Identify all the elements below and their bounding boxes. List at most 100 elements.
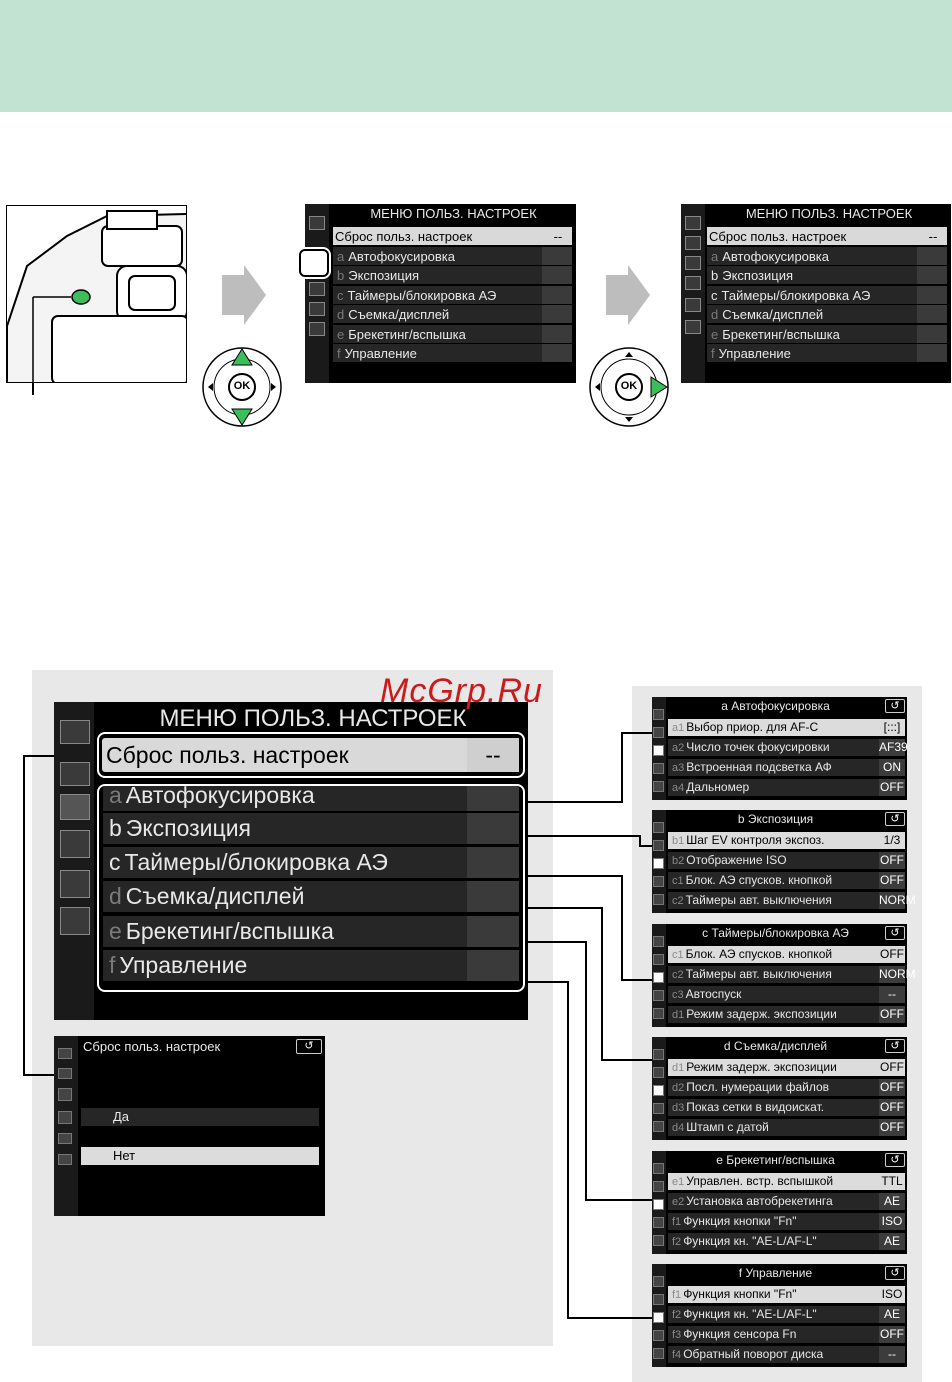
reset-row[interactable]: Сброс польз. настроек --: [707, 227, 947, 245]
custom-settings-icon: [653, 745, 664, 756]
item-label: Таймеры авт. выключения: [685, 893, 832, 907]
item-number: f2: [672, 1309, 682, 1321]
item-label: Функция сенсора Fn: [683, 1327, 797, 1341]
submenu-title: d Съемка/дисплей: [723, 1039, 828, 1053]
back-icon[interactable]: ↺: [885, 1153, 905, 1167]
back-icon[interactable]: ↺: [885, 1266, 905, 1280]
ok-button[interactable]: OK: [620, 380, 638, 392]
back-icon[interactable]: ↺: [885, 926, 905, 940]
item-number: d3: [672, 1102, 685, 1114]
playback-icon: [653, 1163, 664, 1174]
item-value: AF39: [879, 739, 908, 756]
item-number: b2: [672, 855, 685, 867]
option-no[interactable]: Нет: [81, 1147, 319, 1165]
multi-selector-updown[interactable]: OK: [201, 346, 283, 428]
reset-row[interactable]: Сброс польз. настроек --: [333, 227, 572, 245]
item-label: Установка автобрекетинга: [686, 1194, 833, 1208]
item-value: OFF: [879, 779, 905, 796]
item-number: c2: [672, 969, 684, 981]
ok-button[interactable]: OK: [233, 380, 251, 392]
playback-icon: [653, 822, 664, 833]
back-icon[interactable]: ↺: [885, 812, 905, 826]
setup-icon: [309, 282, 325, 296]
item-label: Выбор приор. для AF-C: [686, 720, 819, 734]
item-label: Таймеры авт. выключения: [685, 967, 832, 981]
my-menu-icon: [60, 907, 90, 935]
item-value: NORM: [879, 892, 916, 909]
item-label: Режим задерж. экспозиции: [686, 1007, 837, 1021]
camera-icon: [58, 1068, 72, 1079]
playback-icon: [653, 1049, 664, 1060]
item-number: d1: [672, 1062, 685, 1074]
arrow-right-icon: [222, 265, 266, 325]
back-icon[interactable]: ↺: [296, 1039, 322, 1054]
custom-settings-icon: [653, 1312, 664, 1323]
item-number: e2: [672, 1196, 685, 1208]
back-icon[interactable]: ↺: [885, 699, 905, 713]
camera-icon: [685, 236, 701, 250]
item-label: Число точек фокусировки: [686, 740, 830, 754]
custom-settings-icon: [653, 858, 664, 869]
item-value: OFF: [879, 872, 905, 889]
submenu-title: b Экспозиция: [737, 812, 814, 826]
multi-selector-right[interactable]: OK: [588, 346, 670, 428]
item-value: OFF: [879, 1079, 905, 1096]
reset-row[interactable]: Сброс польз. настроек --: [102, 738, 519, 772]
item-value: AE: [879, 1306, 905, 1323]
item-number: f2: [672, 1236, 682, 1248]
item-value: ISO: [879, 1213, 905, 1230]
playback-icon: [309, 216, 325, 230]
custom-settings-icon: [58, 1088, 72, 1101]
back-icon[interactable]: ↺: [885, 1039, 905, 1053]
option-yes[interactable]: Да: [81, 1108, 319, 1126]
item-number: f1: [672, 1289, 682, 1301]
custom-settings-icon: [653, 972, 664, 983]
setup-icon: [653, 990, 664, 1001]
